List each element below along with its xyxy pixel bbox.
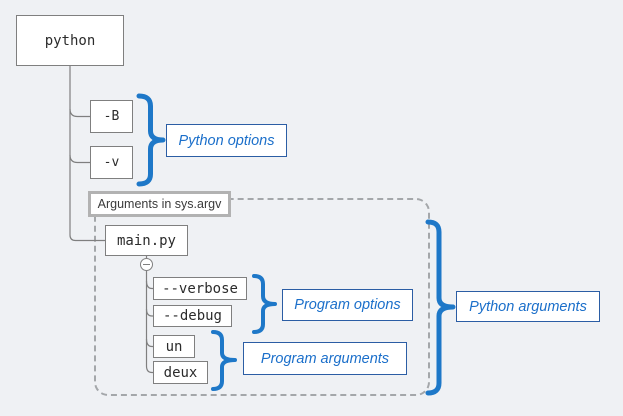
collapse-toggle[interactable] xyxy=(140,258,153,271)
node-debug-option: --debug xyxy=(153,305,232,327)
label-python-options: Python options xyxy=(166,124,287,157)
minus-icon xyxy=(143,264,150,265)
node-argument-deux: deux xyxy=(153,361,208,384)
label-program-options: Program options xyxy=(282,289,413,321)
brace-python-arguments xyxy=(425,219,456,396)
label-python-arguments: Python arguments xyxy=(456,291,600,322)
node-option-v: -v xyxy=(90,146,133,179)
node-verbose-option: --verbose xyxy=(153,277,247,300)
node-main-py: main.py xyxy=(105,225,188,256)
tree-connector-option-v xyxy=(69,154,90,164)
node-argument-un: un xyxy=(153,335,195,358)
label-program-arguments: Program arguments xyxy=(243,342,407,375)
sys-argv-group-title: Arguments in sys.argv xyxy=(88,191,231,217)
brace-python-options xyxy=(136,93,166,187)
tree-connector-option-b xyxy=(69,108,90,118)
node-option-b: -B xyxy=(90,100,133,133)
node-python: python xyxy=(16,15,124,66)
